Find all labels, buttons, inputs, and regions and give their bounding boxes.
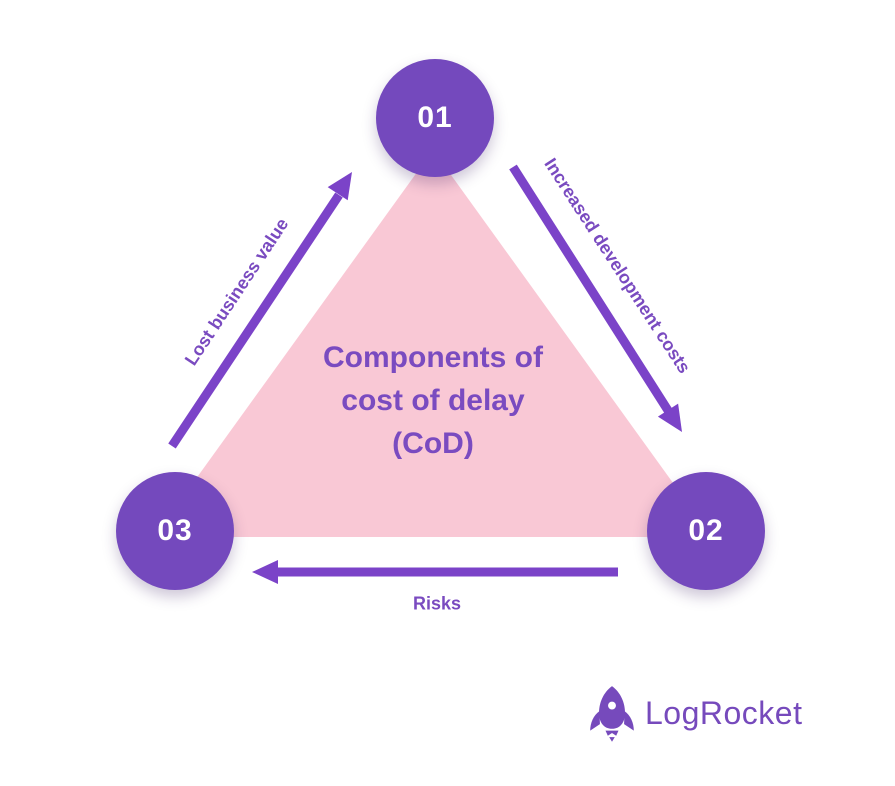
- edge-label-risks: Risks: [412, 593, 462, 614]
- node-03-label: 03: [157, 514, 193, 547]
- arrow-increased-development-costs: [509, 164, 682, 432]
- arrow-left-icon: [252, 560, 278, 584]
- node-02: 02: [647, 472, 765, 590]
- diagram-title-line-3: (CoD): [392, 427, 474, 460]
- arrow-up-icon: [327, 172, 352, 201]
- arrow-lost-business-value: [168, 172, 352, 449]
- node-01: 01: [376, 59, 494, 177]
- diagram-title-line-2: cost of delay: [341, 384, 525, 417]
- node-01-label: 01: [417, 101, 453, 134]
- diagram-title-line-1: Components of: [323, 341, 543, 374]
- node-03: 03: [116, 472, 234, 590]
- diagram-title: Components of cost of delay (CoD): [223, 336, 643, 465]
- node-02-label: 02: [688, 514, 724, 547]
- logrocket-logo: LogRocket: [586, 684, 802, 742]
- triangle-shape: [154, 150, 712, 537]
- rocket-icon: [590, 686, 634, 742]
- arrow-risks: [252, 560, 618, 584]
- arrow-down-icon: [657, 403, 682, 432]
- logrocket-wordmark: LogRocket: [645, 694, 803, 731]
